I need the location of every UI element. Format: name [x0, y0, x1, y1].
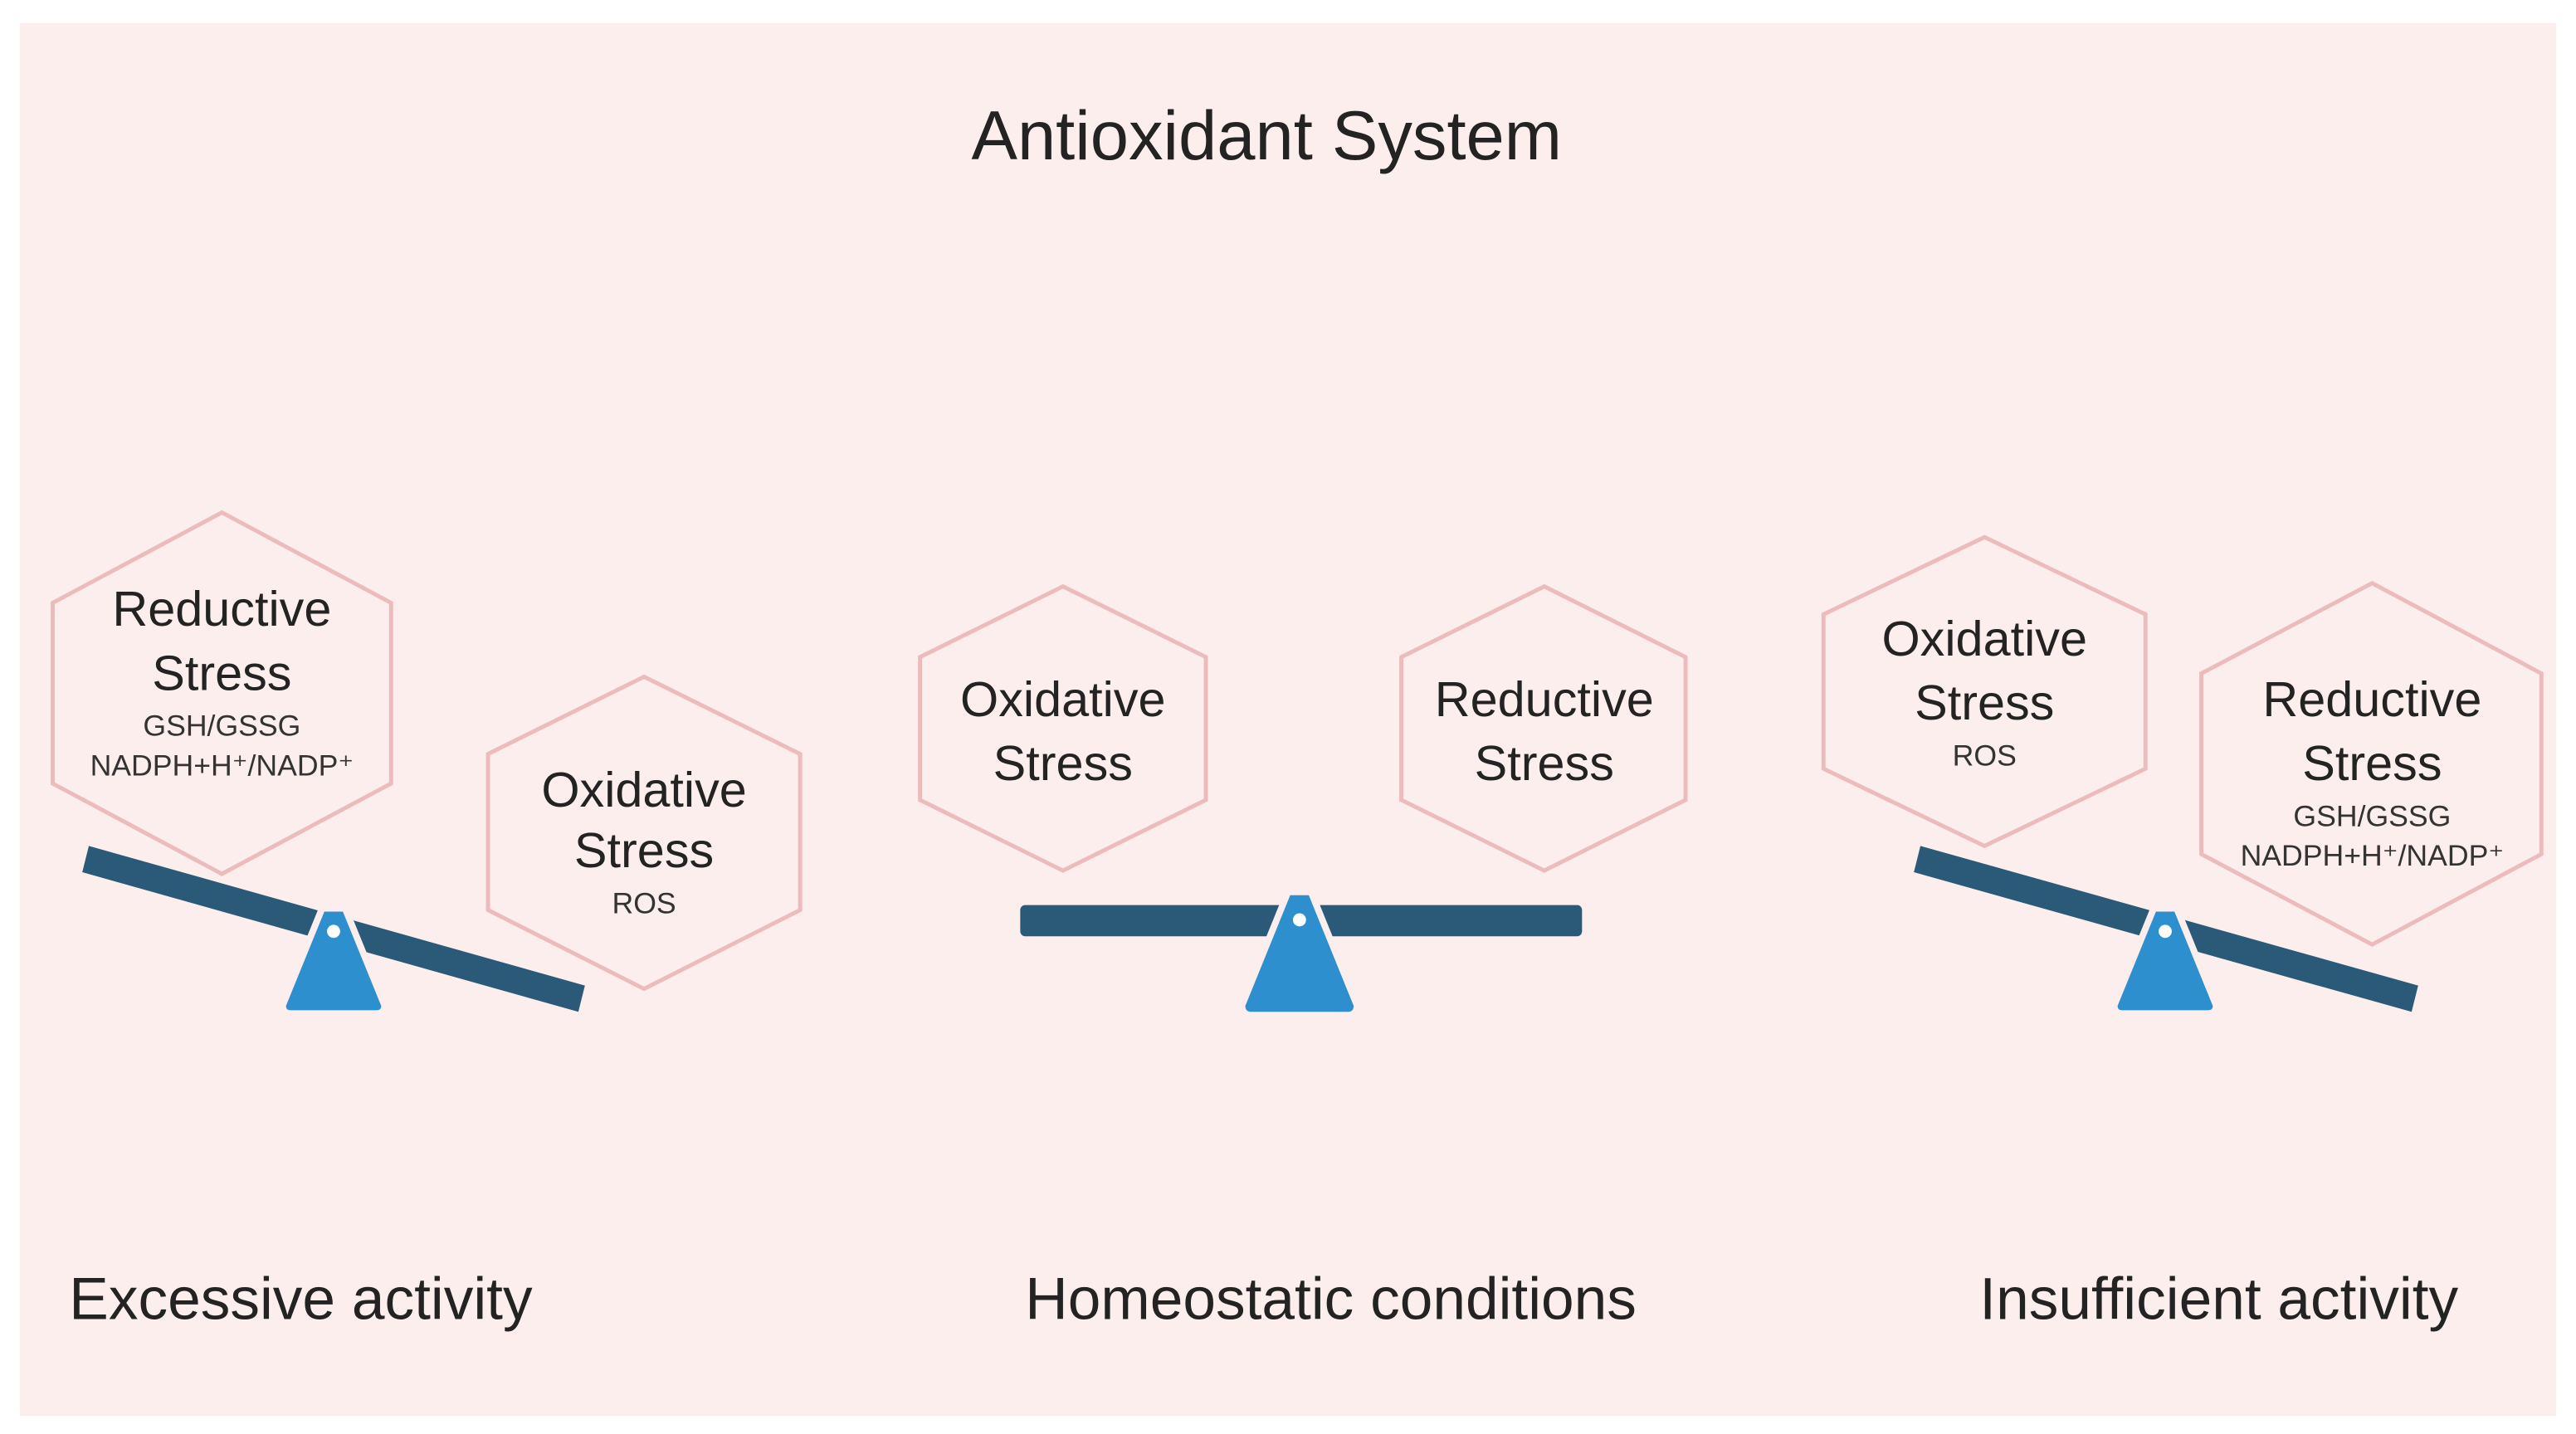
hexagon-oxidative-stress — [485, 674, 803, 992]
hexagon-reductive-stress — [2199, 580, 2544, 947]
hex-title-line1: Oxidative — [541, 762, 747, 817]
seesaw-fulcrum — [1238, 888, 1361, 1019]
hex-title-line1: Oxidative — [960, 671, 1166, 727]
panel-label: Excessive activity — [69, 1266, 533, 1332]
hexagon-oxidative-stress — [1821, 534, 2148, 849]
panel-label: Insufficient activity — [1979, 1266, 2458, 1332]
hex-subtext-ros: ROS — [1953, 739, 2017, 772]
panel-insufficient-activity: Oxidative Stress ROS Reductive Stress GS… — [1821, 534, 2544, 1332]
hex-title-line2: Stress — [152, 645, 291, 700]
panel-excessive-activity: Reductive Stress GSH/GSSG NADPH+H⁺/NADP⁺… — [51, 510, 803, 1332]
fulcrum-pivot — [2159, 924, 2172, 939]
hex-title-line2: Stress — [1475, 735, 1614, 791]
hex-title-line1: Oxidative — [1881, 611, 2087, 666]
hex-subtext-nadph: NADPH+H⁺/NADP⁺ — [90, 749, 354, 782]
hex-subtext-ros: ROS — [612, 887, 676, 920]
hex-title-line1: Reductive — [112, 581, 331, 637]
fulcrum-pivot — [327, 924, 340, 939]
hex-title-line2: Stress — [574, 822, 714, 878]
seesaw-fulcrum — [279, 905, 388, 1017]
hex-title-line1: Reductive — [1435, 671, 1654, 727]
background-panel — [19, 22, 2557, 1417]
hex-subtext-nadph: NADPH+H⁺/NADP⁺ — [2241, 839, 2505, 872]
panel-label: Homeostatic conditions — [1025, 1266, 1637, 1332]
fulcrum-pivot — [1292, 913, 1306, 927]
diagram-title: Antioxidant System — [972, 97, 1563, 174]
hex-title-line2: Stress — [993, 735, 1133, 791]
hexagon-oxidative-stress — [918, 583, 1208, 873]
hex-subtext-gsh: GSH/GSSG — [2293, 800, 2451, 833]
hex-subtext-gsh: GSH/GSSG — [143, 710, 300, 743]
hex-title-line2: Stress — [2302, 735, 2442, 791]
panel-homeostatic-conditions: Oxidative Stress Reductive Stress Homeos… — [918, 583, 1688, 1332]
hexagon-reductive-stress — [51, 510, 393, 876]
hex-title-line1: Reductive — [2262, 671, 2481, 727]
hexagon-reductive-stress — [1399, 583, 1688, 873]
hex-title-line2: Stress — [1915, 675, 2054, 730]
seesaw-fulcrum — [2110, 905, 2220, 1017]
